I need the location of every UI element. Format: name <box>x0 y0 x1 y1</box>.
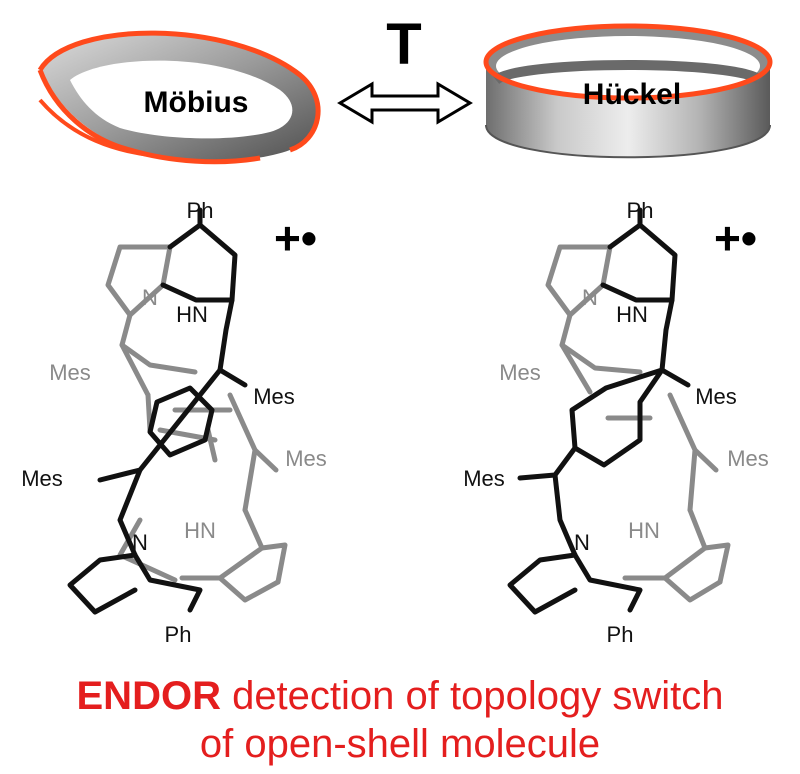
double-arrow-icon <box>337 81 473 125</box>
ph-bottom-label: Ph <box>165 622 192 647</box>
mobius-molecule: Ph +• N HN Mes Mes Mes Mes N HN Ph <box>21 198 327 647</box>
nh-top-label: HN <box>616 302 648 327</box>
n-top-label: N <box>142 285 158 310</box>
radical-cation-label: +• <box>274 212 317 264</box>
caption-method: ENDOR <box>76 674 221 718</box>
huckel-band: Hückel <box>483 23 773 159</box>
mes-right-lower-label: Mes <box>727 446 769 471</box>
ph-top-label: Ph <box>627 198 654 223</box>
n-bottom-label: N <box>132 530 148 555</box>
caption-line-2: of open-shell molecule <box>199 722 601 766</box>
equilibrium-arrow: T <box>337 12 473 125</box>
huckel-molecule: Ph +• N HN Mes Mes Mes Mes N HN Ph <box>463 198 769 647</box>
mes-left-lower-label: Mes <box>21 466 63 491</box>
nh-bottom-label: HN <box>628 518 660 543</box>
huckel-label: Hückel <box>583 78 681 111</box>
equilibrium-label: T <box>386 12 421 77</box>
ph-bottom-label: Ph <box>607 622 634 647</box>
caption-line-1-text: detection of topology switch <box>220 674 724 718</box>
ph-top-label: Ph <box>187 198 214 223</box>
radical-cation-label: +• <box>714 212 757 264</box>
mes-right-upper-label: Mes <box>695 384 737 409</box>
nh-top-label: HN <box>176 302 208 327</box>
mobius-label: Möbius <box>144 86 249 119</box>
n-bottom-label: N <box>574 530 590 555</box>
caption-line-1: ENDOR detection of topology switch <box>0 674 800 718</box>
mes-left-lower-label: Mes <box>463 466 505 491</box>
mes-right-lower-label: Mes <box>285 446 327 471</box>
mes-left-upper-label: Mes <box>49 360 91 385</box>
mes-left-upper-label: Mes <box>499 360 541 385</box>
mes-right-upper-label: Mes <box>253 384 295 409</box>
nh-bottom-label: HN <box>184 518 216 543</box>
n-top-label: N <box>582 285 598 310</box>
mobius-band: Möbius <box>37 30 321 165</box>
